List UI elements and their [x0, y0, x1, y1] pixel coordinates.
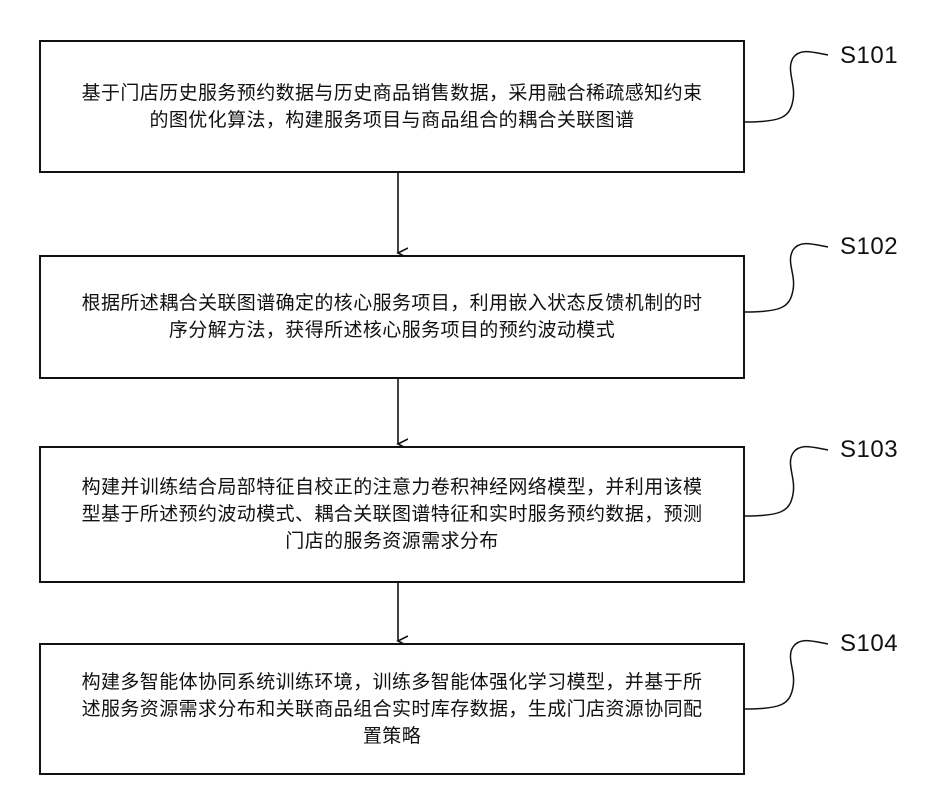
leader-line-s104	[745, 641, 828, 709]
step-text-s104: 构建多智能体协同系统训练环境，训练多智能体强化学习模型，并基于所 述服务资源需求…	[42, 669, 742, 750]
step-label-s102: S102	[840, 233, 898, 261]
step-text-s101: 基于门店历史服务预约数据与历史商品销售数据，采用融合稀疏感知约束 的图优化算法，…	[42, 80, 742, 134]
step-box-s101: 基于门店历史服务预约数据与历史商品销售数据，采用融合稀疏感知约束 的图优化算法，…	[39, 40, 745, 173]
step-label-s104: S104	[840, 630, 898, 658]
step-box-s103: 构建并训练结合局部特征自校正的注意力卷积神经网络模型，并利用该模 型基于所述预约…	[39, 446, 745, 583]
leader-line-s103	[745, 447, 828, 516]
step-text-s102: 根据所述耦合关联图谱确定的核心服务项目，利用嵌入状态反馈机制的时 序分解方法，获…	[42, 290, 742, 344]
step-label-s103: S103	[840, 436, 898, 464]
step-text-s103: 构建并训练结合局部特征自校正的注意力卷积神经网络模型，并利用该模 型基于所述预约…	[42, 474, 742, 555]
leader-line-s102	[745, 244, 828, 312]
leader-line-s101	[745, 52, 828, 122]
step-box-s102: 根据所述耦合关联图谱确定的核心服务项目，利用嵌入状态反馈机制的时 序分解方法，获…	[39, 255, 745, 379]
step-box-s104: 构建多智能体协同系统训练环境，训练多智能体强化学习模型，并基于所 述服务资源需求…	[39, 643, 745, 775]
step-label-s101: S101	[840, 42, 898, 70]
